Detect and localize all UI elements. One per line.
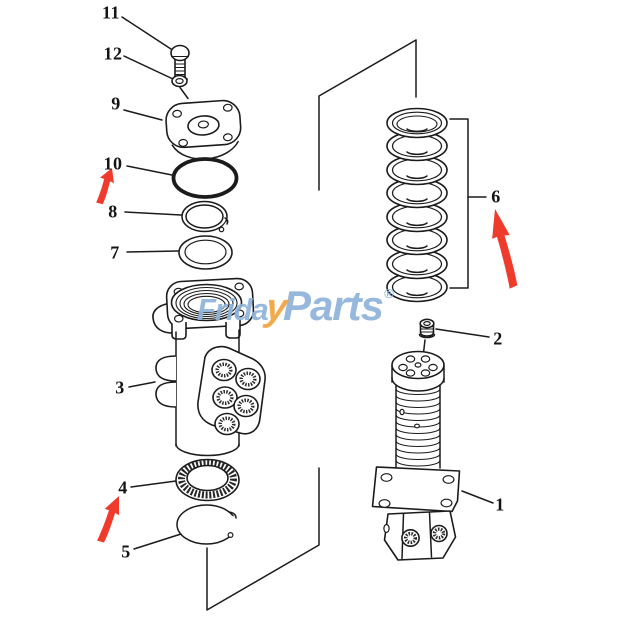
part-4-wear-ring-drawing xyxy=(175,458,240,502)
part-label-8: 8 xyxy=(108,201,118,222)
part-label-12: 12 xyxy=(103,43,123,64)
part-12-spring-washer-drawing xyxy=(171,74,189,100)
part-label-7: 7 xyxy=(110,242,120,263)
section-boundary-lines xyxy=(206,39,417,611)
red-arrows xyxy=(96,168,518,543)
part-label-5: 5 xyxy=(121,541,131,562)
red-arrow-near-6 xyxy=(492,209,518,289)
red-arrow-near-4 xyxy=(97,496,120,543)
part-5-snap-ring-drawing xyxy=(176,504,256,545)
part-label-6: 6 xyxy=(491,186,501,207)
leader-lines xyxy=(121,16,494,550)
red-arrow-near-10 xyxy=(96,168,114,205)
part-9-cover-drawing xyxy=(165,99,242,160)
part-10-o-ring-drawing xyxy=(171,157,239,199)
part-2-plug-drawing xyxy=(418,318,436,358)
part-label-10: 10 xyxy=(103,153,123,174)
part-7-seal-ring-drawing xyxy=(178,235,233,270)
part-6-seal-ring-stack-drawing xyxy=(386,107,448,303)
part-6-bracket xyxy=(449,118,487,289)
part-label-4: 4 xyxy=(118,477,128,498)
part-3-valve-body-drawing xyxy=(152,277,266,457)
part-label-11: 11 xyxy=(101,2,121,23)
part-label-2: 2 xyxy=(493,328,503,349)
part-11-bolt-drawing xyxy=(170,44,190,80)
part-label-9: 9 xyxy=(111,93,121,114)
part-label-1: 1 xyxy=(495,494,505,515)
part-8-snap-ring-drawing xyxy=(181,200,242,238)
part-1-spool-assembly-drawing xyxy=(371,350,461,561)
part-label-3: 3 xyxy=(115,377,125,398)
